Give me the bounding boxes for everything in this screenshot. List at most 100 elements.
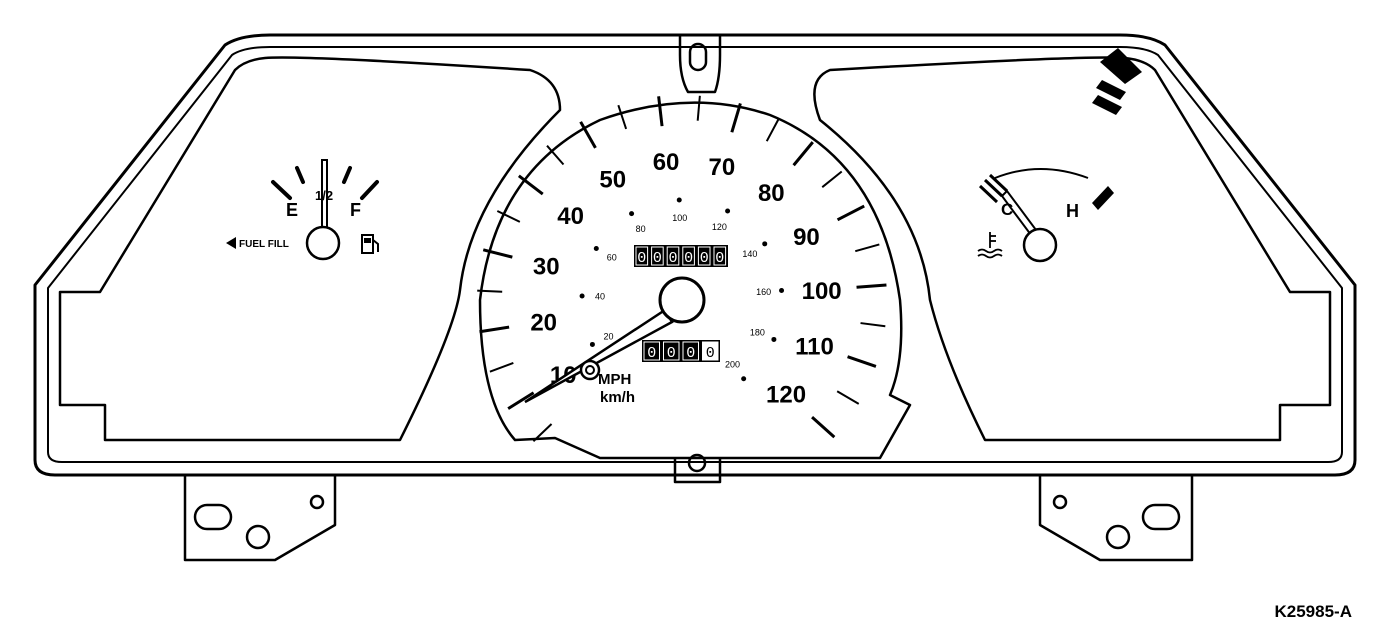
mph-label: 30: [533, 254, 560, 281]
temp-hot-zone: [1092, 186, 1114, 210]
odometer-digit-box: [713, 246, 727, 266]
speedometer-tick: [836, 390, 860, 405]
speedometer-tick: [479, 325, 510, 334]
speedometer-tick: [617, 104, 628, 130]
trip-reset-knob-inner: [585, 365, 595, 375]
top-mount-tab: [668, 33, 728, 94]
odometer-digit-box: [663, 341, 680, 361]
kmh-label: 40: [595, 292, 605, 302]
temp-cold-label: C: [1001, 200, 1013, 219]
shift-indicator-icon: [1092, 48, 1142, 115]
odometer-digit: 0: [668, 250, 677, 267]
fuel-fill-label: FUEL FILL: [239, 239, 289, 250]
speedometer-tick: [546, 145, 565, 166]
speedometer-tick: [489, 361, 514, 373]
top-mount-slot: [688, 42, 708, 72]
bottom-mount-hole: [687, 453, 707, 473]
odometer-digit-box: [643, 341, 660, 361]
speedometer-tick: [477, 289, 503, 293]
odometer-digit-box: [702, 341, 719, 361]
mph-label: 90: [793, 224, 820, 251]
right-bracket-slot: [1141, 503, 1181, 531]
mph-label: 110: [795, 333, 834, 360]
kmh-label: 100: [672, 213, 687, 223]
kmh-dot: [771, 336, 777, 342]
right-mount-bracket: [1038, 475, 1194, 562]
speedometer-tick: [860, 322, 886, 328]
kmh-label: 180: [750, 327, 765, 337]
kmh-dot: [579, 293, 585, 299]
mph-label: 70: [709, 154, 736, 181]
fuel-gauge-ticks: [271, 166, 379, 200]
speedometer-mph-labels: 102030405060708090100110120: [530, 149, 841, 409]
speedometer-tick: [696, 95, 701, 121]
speedometer-tick: [517, 174, 544, 196]
speedometer-major-ticks: [477, 95, 887, 442]
speedometer-tick: [657, 96, 664, 127]
mph-label: 60: [653, 149, 680, 176]
cluster-housing-inner: [47, 46, 1343, 463]
right-bracket-hole-small: [1052, 494, 1068, 510]
odometer-digit: 0: [653, 250, 662, 267]
speedometer-tick: [854, 243, 880, 253]
temperature-gauge: C H: [977, 168, 1114, 263]
speedometer-needle: [524, 276, 706, 404]
temp-gauge-arc: [994, 168, 1089, 179]
trip-reset-knob: [579, 359, 601, 381]
temp-cold-marks: [978, 173, 1009, 204]
speedometer-tick: [496, 210, 521, 223]
speedometer-hub: [658, 276, 706, 324]
speedometer-kmh-dots: [579, 197, 785, 382]
left-bracket-hole-large: [245, 524, 271, 550]
odometer-digit: 0: [667, 345, 676, 362]
kmh-label: 60: [607, 253, 617, 263]
odometer-digit: 0: [684, 250, 693, 267]
fuel-gauge: E 1/2 F FUEL FILL: [226, 159, 379, 261]
kmh-dot: [589, 341, 595, 347]
kmh-dot: [676, 197, 682, 203]
kmh-label: 200: [725, 360, 740, 370]
speedometer-tick: [730, 103, 742, 133]
speedometer-tick: [811, 415, 836, 439]
cluster-housing-outer: [33, 33, 1357, 477]
kmh-unit-label: km/h: [600, 389, 635, 406]
odometer-digit: 0: [686, 345, 695, 362]
mph-label: 20: [530, 310, 557, 337]
odometer-digit: 0: [637, 250, 646, 267]
mph-label: 80: [758, 180, 785, 207]
kmh-label: 120: [712, 222, 727, 232]
mph-label: 120: [766, 382, 806, 409]
odometer-digit: 0: [715, 250, 724, 267]
mph-label: 100: [802, 278, 842, 305]
speedometer-tick: [579, 121, 597, 149]
fuel-pump-icon: [361, 234, 379, 254]
kmh-label: 20: [604, 331, 614, 341]
kmh-dot: [725, 208, 731, 214]
bottom-mount-tab: [673, 458, 722, 484]
odometer-digit-box: [666, 246, 680, 266]
left-mount-bracket: [183, 475, 337, 562]
odometer-digit-box: [682, 341, 699, 361]
figure-id: K25985-A: [1274, 602, 1353, 621]
speedometer-tick: [821, 170, 843, 188]
kmh-dot: [762, 241, 768, 247]
odometer-digit: 0: [706, 345, 715, 362]
fuel-fill-arrow-icon: [226, 237, 236, 249]
odometer-digit-box: [682, 246, 695, 266]
left-bracket-hole-small: [309, 494, 325, 510]
odometer-digit-box: [697, 246, 711, 266]
kmh-label: 140: [742, 249, 757, 259]
kmh-dot: [629, 211, 635, 217]
kmh-dot: [593, 245, 599, 251]
temp-hot-label: H: [1066, 201, 1079, 221]
speedometer-tick: [482, 248, 513, 259]
speedometer-tick: [856, 283, 887, 289]
mph-label: 40: [557, 203, 584, 230]
kmh-dot: [779, 287, 785, 293]
fuel-gauge-hub: [305, 225, 341, 261]
left-bracket-slot: [193, 503, 233, 531]
fuel-full-label: F: [350, 200, 361, 220]
speedometer-tick: [507, 391, 535, 410]
kmh-label: 80: [636, 224, 646, 234]
